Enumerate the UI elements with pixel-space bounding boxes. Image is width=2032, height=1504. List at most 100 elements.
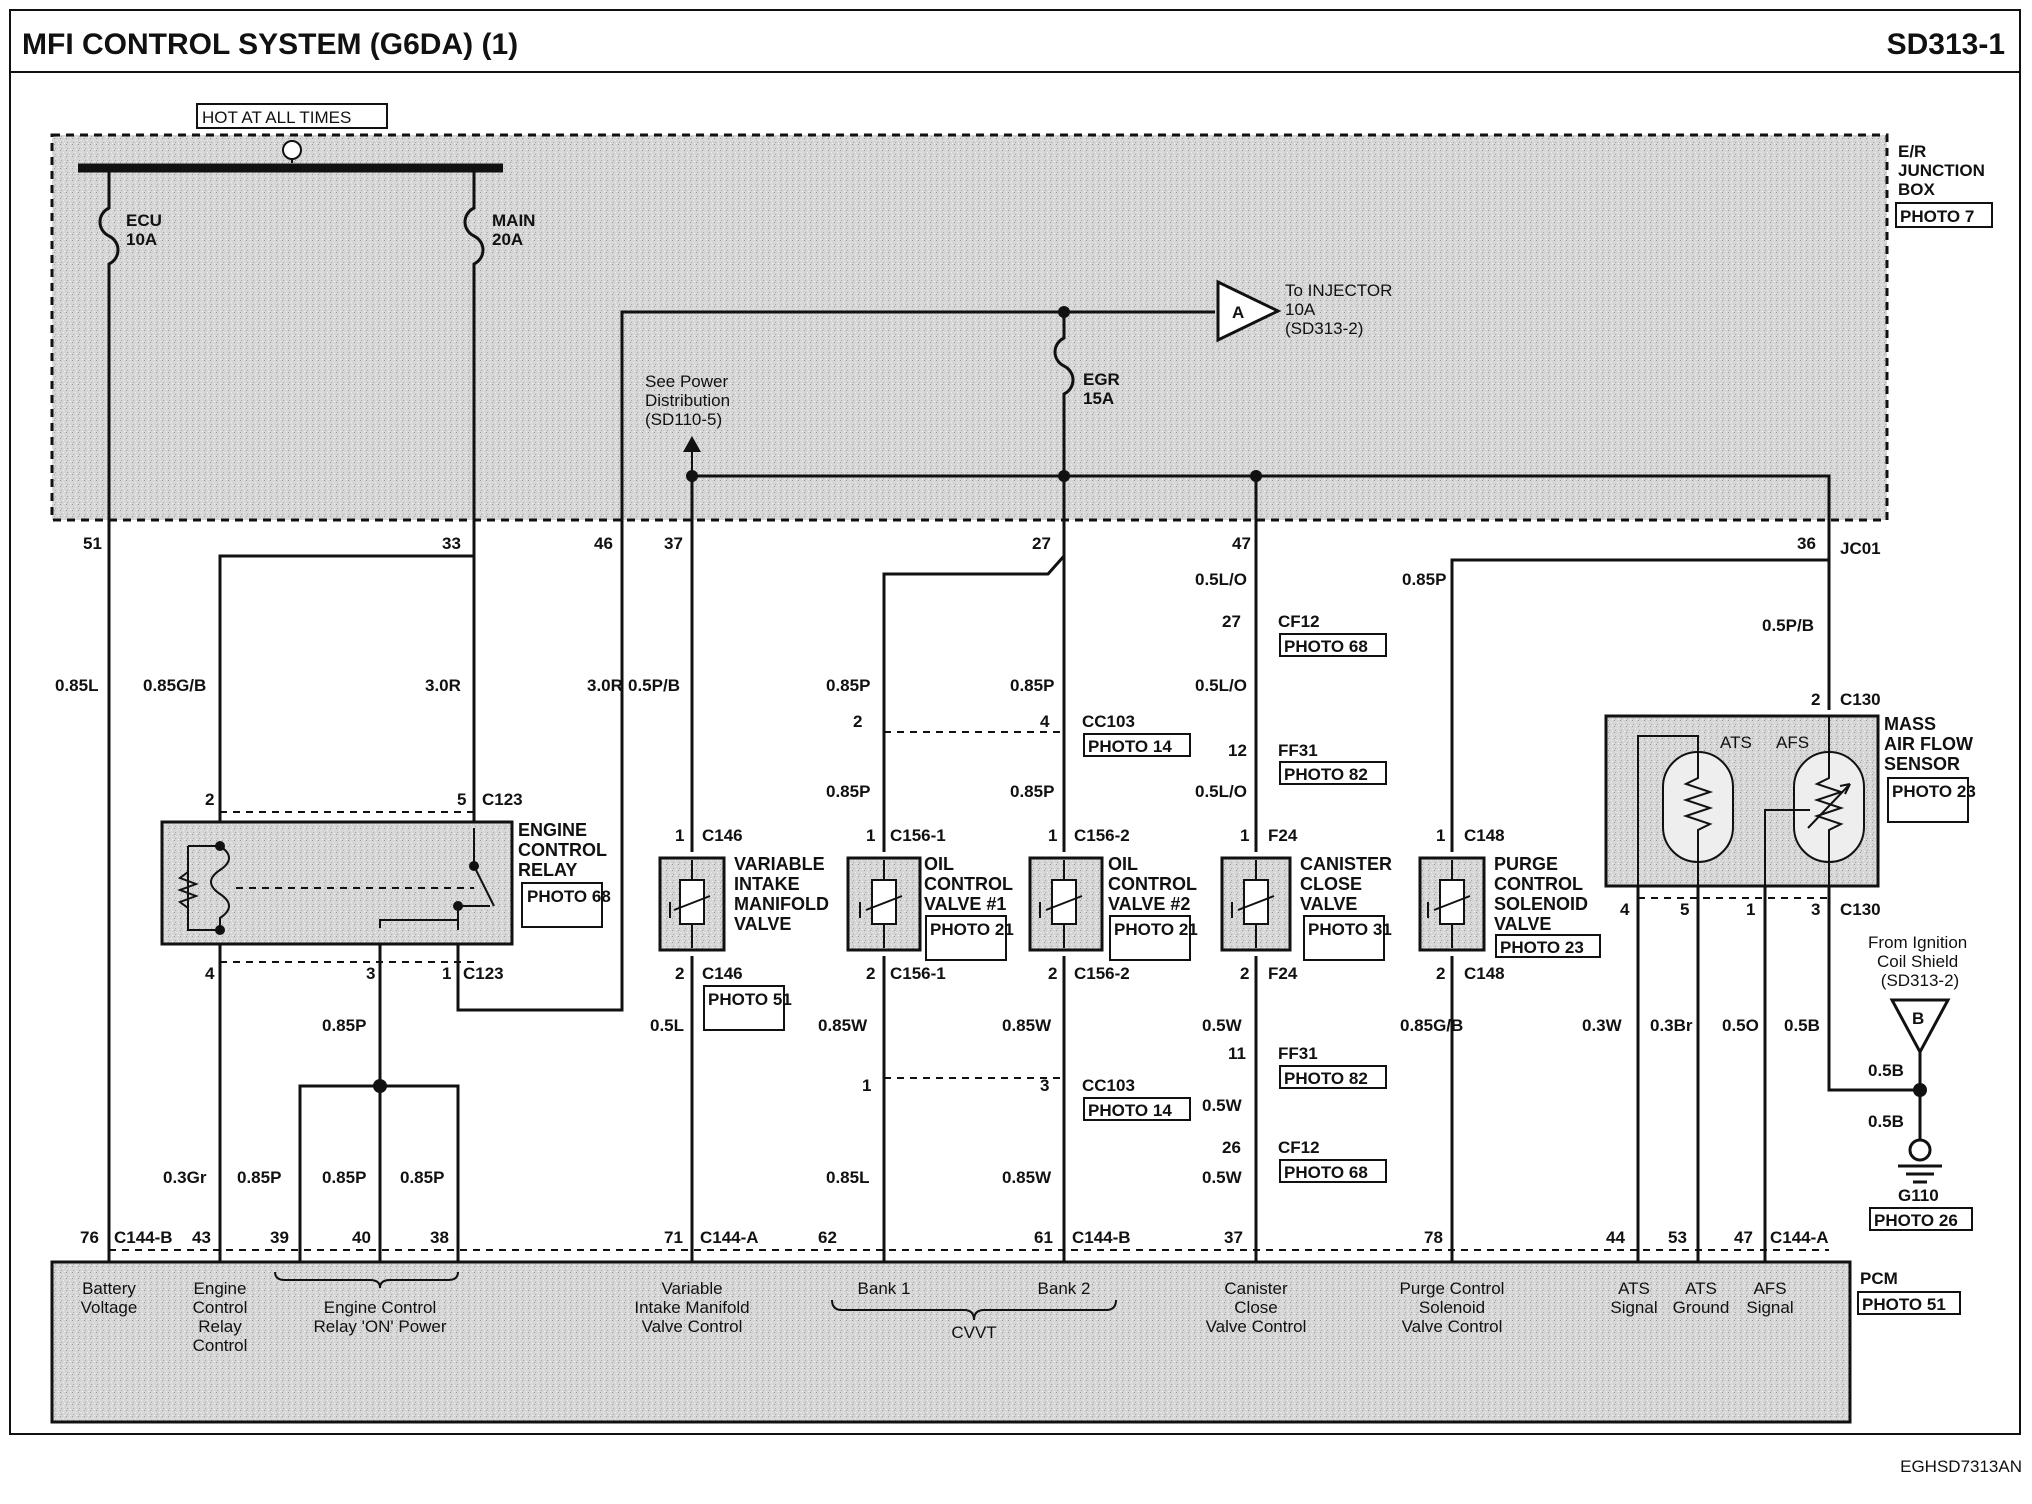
svg-text:0.5L/O: 0.5L/O xyxy=(1195,570,1247,589)
oil-control-valve-1[interactable] xyxy=(846,856,922,952)
svg-text:3.0R: 3.0R xyxy=(587,676,623,695)
svg-text:0.5L/O: 0.5L/O xyxy=(1195,676,1247,695)
injector-ref-letter: A xyxy=(1232,303,1244,322)
ocv1-photo[interactable]: PHOTO 21 xyxy=(930,920,1014,939)
engine-control-relay[interactable] xyxy=(160,820,514,946)
svg-text:2: 2 xyxy=(1048,964,1057,983)
relay-photo[interactable]: PHOTO 68 xyxy=(527,887,611,906)
ocv2-photo[interactable]: PHOTO 21 xyxy=(1114,920,1198,939)
svg-text:27: 27 xyxy=(1222,612,1241,631)
ocv2-label: OIL CONTROL VALVE #2 xyxy=(1108,854,1202,914)
pcm-photo[interactable]: PHOTO 51 xyxy=(1862,1295,1946,1314)
svg-text:C156-2: C156-2 xyxy=(1074,964,1130,983)
svg-text:0.5W: 0.5W xyxy=(1202,1168,1243,1187)
svg-text:1: 1 xyxy=(866,826,875,845)
svg-text:0.85P: 0.85P xyxy=(1010,782,1054,801)
pcsv-photo[interactable]: PHOTO 23 xyxy=(1500,938,1584,957)
svg-text:43: 43 xyxy=(192,1228,211,1247)
ccv-label: CANISTER CLOSE VALVE xyxy=(1300,854,1397,914)
maf-photo[interactable]: PHOTO 23 xyxy=(1892,782,1976,801)
mass-air-flow-sensor[interactable] xyxy=(1604,714,1880,888)
vim-valve[interactable] xyxy=(658,856,726,952)
svg-text:CC103: CC103 xyxy=(1082,1076,1135,1095)
svg-text:0.85P: 0.85P xyxy=(237,1168,281,1187)
relay-coil-icon xyxy=(187,845,230,931)
cc103-photo-lower[interactable]: PHOTO 14 xyxy=(1088,1101,1172,1120)
svg-text:0.85L: 0.85L xyxy=(55,676,98,695)
svg-text:5: 5 xyxy=(1680,900,1689,919)
ignition-ref-connector[interactable] xyxy=(1889,998,1951,1056)
svg-text:C156-2: C156-2 xyxy=(1074,826,1130,845)
canister-close-valve[interactable] xyxy=(1220,856,1292,952)
svg-text:4: 4 xyxy=(205,964,215,983)
svg-text:0.85P: 0.85P xyxy=(400,1168,444,1187)
ground-photo[interactable]: PHOTO 26 xyxy=(1874,1211,1958,1230)
svg-text:1: 1 xyxy=(1746,900,1755,919)
ff31-photo[interactable]: PHOTO 82 xyxy=(1284,765,1368,784)
svg-text:0.85L: 0.85L xyxy=(826,1168,869,1187)
ff31-photo-lower[interactable]: PHOTO 82 xyxy=(1284,1069,1368,1088)
svg-text:36: 36 xyxy=(1797,534,1816,553)
svg-text:62: 62 xyxy=(818,1228,837,1247)
svg-text:78: 78 xyxy=(1424,1228,1443,1247)
vim-valve-label: VARIABLE INTAKE MANIFOLD VALVE xyxy=(734,854,834,934)
svg-text:3: 3 xyxy=(366,964,375,983)
svg-text:C123: C123 xyxy=(482,790,523,809)
ccv-photo[interactable]: PHOTO 31 xyxy=(1308,920,1392,939)
svg-text:0.85W: 0.85W xyxy=(1002,1168,1052,1187)
svg-text:2: 2 xyxy=(1240,964,1249,983)
outer-frame xyxy=(9,9,2021,1435)
engine-control-relay-label: ENGINE CONTROL RELAY xyxy=(518,820,612,880)
svg-text:53: 53 xyxy=(1668,1228,1687,1247)
ocv1-label: OIL CONTROL VALVE #1 xyxy=(924,854,1018,914)
junction-box-area xyxy=(50,133,1889,522)
egr-fuse-icon xyxy=(1053,312,1075,528)
afs-resistor-icon xyxy=(1813,716,1845,886)
diagram-title: MFI CONTROL SYSTEM (G6DA) (1) xyxy=(22,28,518,61)
svg-text:3.0R: 3.0R xyxy=(425,676,461,695)
junction-box-pins: 51 33 46 37 27 47 36 JC01 xyxy=(83,534,1881,558)
purge-control-solenoid-valve[interactable] xyxy=(1418,856,1486,952)
svg-text:C156-1: C156-1 xyxy=(890,964,946,983)
cf12-photo-lower[interactable]: PHOTO 68 xyxy=(1284,1163,1368,1182)
jc01-connector-label: JC01 xyxy=(1840,539,1881,558)
ignition-ref-label[interactable]: From Ignition Coil Shield (SD313-2) xyxy=(1868,933,1972,990)
power-distribution-ref[interactable]: See Power Distribution (SD110-5) xyxy=(645,372,735,429)
junction-box-label: E/R JUNCTION BOX xyxy=(1898,142,1990,199)
maf-sensor-label: MASS AIR FLOW SENSOR xyxy=(1884,714,1978,774)
svg-text:76: 76 xyxy=(80,1228,99,1247)
oil-control-valve-2[interactable] xyxy=(1028,856,1104,952)
pcm[interactable] xyxy=(50,1260,1852,1424)
svg-text:C144-A: C144-A xyxy=(700,1228,759,1247)
diagram-code: SD313-1 xyxy=(1887,28,2005,61)
injector-ref-connector[interactable] xyxy=(1216,279,1282,343)
svg-text:C146: C146 xyxy=(702,826,743,845)
junction-box-photo[interactable]: PHOTO 7 xyxy=(1900,207,1974,226)
vim-photo[interactable]: PHOTO 51 xyxy=(708,990,792,1009)
relay-switch-icon xyxy=(457,828,495,930)
svg-text:0.5B: 0.5B xyxy=(1868,1112,1904,1131)
cf12-photo[interactable]: PHOTO 68 xyxy=(1284,637,1368,656)
svg-text:0.85P: 0.85P xyxy=(322,1016,366,1035)
svg-text:0.85W: 0.85W xyxy=(1002,1016,1052,1035)
cc103-photo[interactable]: PHOTO 14 xyxy=(1088,737,1172,756)
pcm-pin-labels: 76 C144-B 43 39 40 38 71 C144-A 62 61 C1… xyxy=(80,1228,1829,1247)
svg-text:0.5W: 0.5W xyxy=(1202,1096,1243,1115)
battery-feed-terminal xyxy=(282,140,302,160)
svg-text:2: 2 xyxy=(853,712,862,731)
ats-resistor-icon xyxy=(1682,760,1714,856)
main-fuse-icon xyxy=(463,172,485,528)
svg-text:0.85P: 0.85P xyxy=(826,782,870,801)
svg-text:26: 26 xyxy=(1222,1138,1241,1157)
svg-text:37: 37 xyxy=(1224,1228,1243,1247)
svg-text:Bank 1: Bank 1 xyxy=(858,1279,911,1298)
svg-text:Bank 2: Bank 2 xyxy=(1038,1279,1091,1298)
pcm-label: PCM xyxy=(1860,1269,1898,1288)
svg-text:1: 1 xyxy=(1436,826,1445,845)
svg-text:38: 38 xyxy=(430,1228,449,1247)
